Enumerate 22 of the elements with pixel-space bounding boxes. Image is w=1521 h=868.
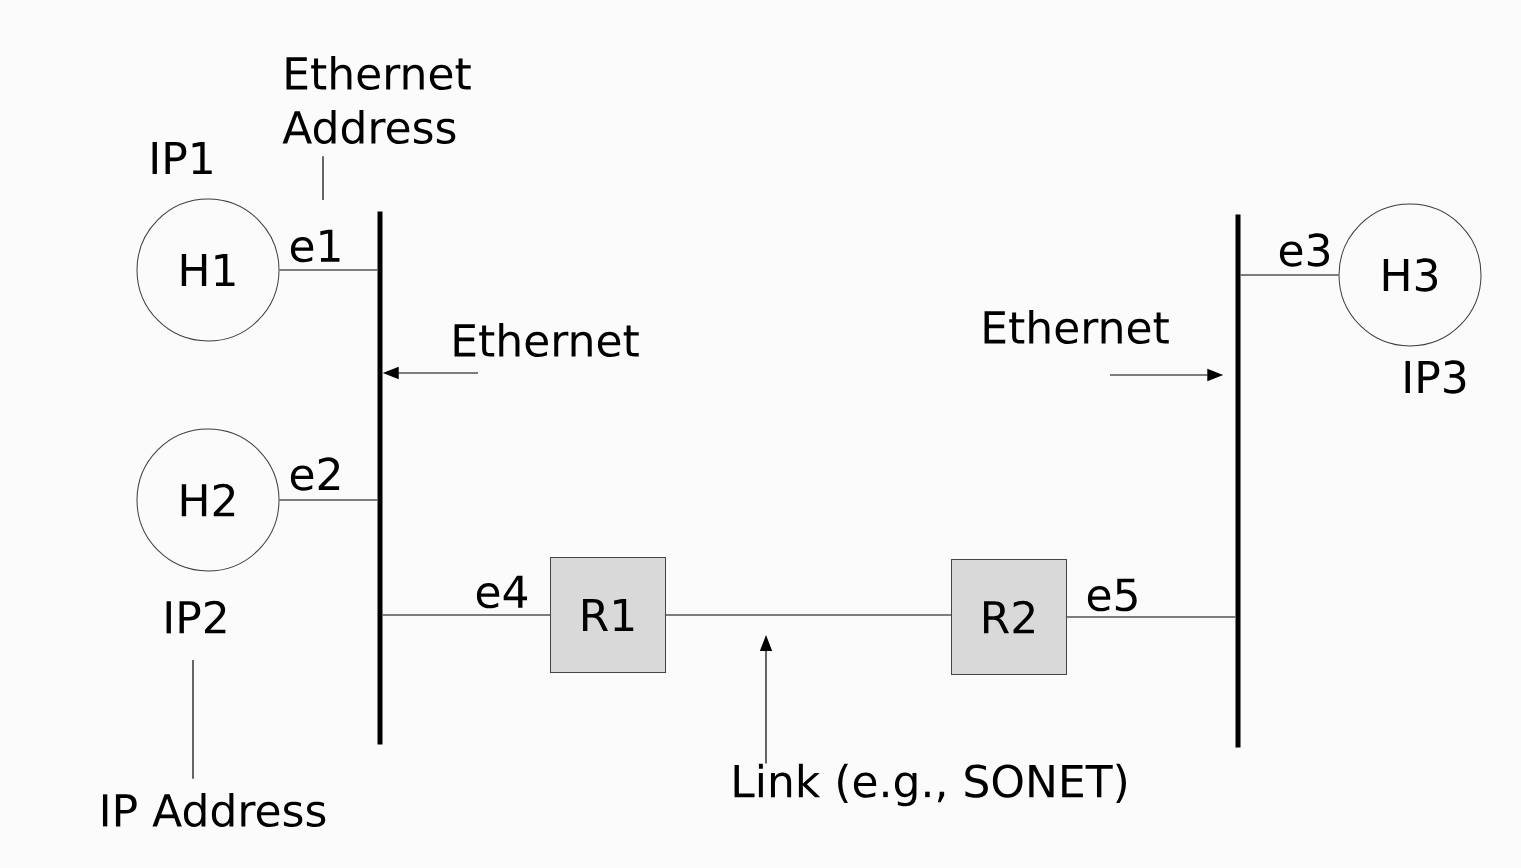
- address-label: IP3: [1405, 360, 1466, 394]
- callout-text: Ethernet: [454, 323, 639, 358]
- connector-line: [382, 614, 551, 616]
- connector-line: [1066, 616, 1236, 618]
- router-box: R2: [951, 559, 1067, 675]
- connector-line: [278, 499, 378, 501]
- callout-text: IP Address: [102, 793, 326, 828]
- router-box: R1: [550, 557, 666, 673]
- callout-text: Ethernet: [984, 310, 1169, 345]
- connector-line: [278, 269, 378, 271]
- callout-text: Link (e.g., SONET): [734, 763, 1126, 807]
- edge-label: e5: [1087, 578, 1137, 612]
- callout-text: Ethernet Address: [282, 56, 471, 145]
- connector-line: [665, 614, 952, 616]
- edge-label: e4: [476, 575, 528, 609]
- edge-label: e1: [290, 229, 340, 263]
- ethernet-bus: [1235, 214, 1241, 748]
- connector-line: [1240, 274, 1340, 276]
- address-label: IP1: [152, 141, 212, 175]
- address-label: IP2: [166, 600, 226, 634]
- edge-label: e3: [1279, 233, 1329, 267]
- edge-label: e2: [290, 457, 340, 491]
